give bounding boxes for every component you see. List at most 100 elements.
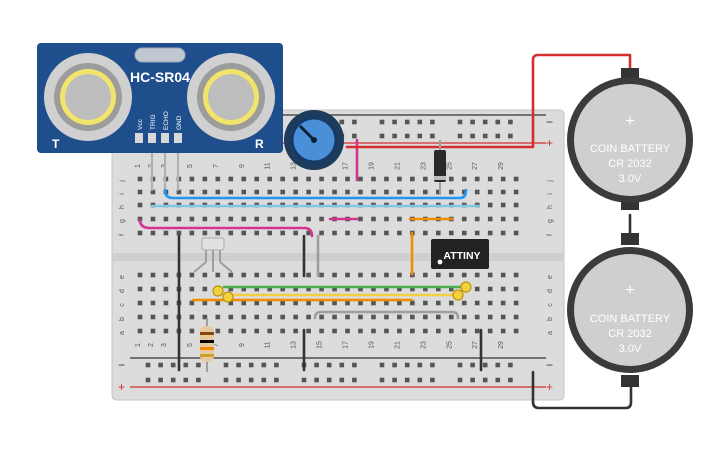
breadboard-hole: [404, 119, 410, 125]
breadboard-hole: [254, 230, 260, 236]
breadboard-hole: [371, 272, 376, 278]
breadboard-hole: [267, 314, 272, 320]
breadboard-hole: [352, 377, 357, 383]
breadboard-hole: [306, 176, 311, 182]
attiny-chip: ATTINY: [431, 239, 489, 269]
breadboard-hole: [280, 216, 285, 222]
breadboard-hole: [430, 119, 435, 125]
breadboard-hole: [189, 300, 195, 306]
breadboard-hole: [202, 300, 208, 306]
breadboard-hole: [293, 328, 298, 334]
breadboard-hole: [500, 202, 506, 208]
breadboard-hole: [248, 377, 254, 383]
breadboard-hole: [254, 176, 260, 182]
breadboard-hole: [371, 314, 376, 320]
breadboard-hole: [280, 300, 285, 306]
breadboard-hole: [384, 176, 389, 182]
breadboard-hole: [487, 202, 493, 208]
breadboard-hole: [461, 176, 467, 182]
breadboard-hole: [474, 286, 480, 292]
breadboard-hole: [397, 286, 402, 292]
breadboard-hole: [163, 272, 169, 278]
row-label: e: [547, 275, 554, 279]
breadboard-hole: [150, 216, 156, 222]
center-channel: [112, 253, 564, 261]
breadboard-hole: [487, 176, 493, 182]
breadboard-hole: [461, 189, 467, 195]
breadboard-hole: [150, 230, 156, 236]
breadboard-hole: [423, 314, 428, 320]
breadboard-hole: [267, 189, 272, 195]
breadboard-hole: [267, 176, 272, 182]
breadboard-hole: [448, 300, 454, 306]
pin-label-echo: ECHO: [163, 111, 170, 130]
breadboard-hole: [293, 176, 298, 182]
breadboard-hole: [423, 230, 428, 236]
breadboard-hole: [215, 176, 221, 182]
breadboard-hole: [404, 133, 410, 139]
breadboard-hole: [137, 286, 143, 292]
breadboard-hole: [482, 133, 488, 139]
breadboard-hole: [215, 230, 221, 236]
column-number: 27: [472, 341, 479, 349]
breadboard-hole: [384, 314, 389, 320]
breadboard-hole: [345, 189, 350, 195]
breadboard-hole: [423, 272, 428, 278]
pin-label-gnd: GND: [176, 115, 183, 130]
breadboard-hole: [319, 328, 324, 334]
battery-top-line2: CR 2032: [608, 158, 651, 170]
breadboard-hole: [137, 176, 143, 182]
breadboard-hole: [358, 272, 363, 278]
breadboard-hole: [189, 272, 195, 278]
breadboard-hole: [267, 286, 272, 292]
breadboard-hole: [254, 328, 260, 334]
breadboard-hole: [280, 286, 285, 292]
breadboard-hole: [241, 189, 247, 195]
breadboard-hole: [319, 216, 324, 222]
breadboard-hole: [345, 328, 350, 334]
breadboard-hole: [137, 230, 143, 236]
breadboard-hole: [228, 189, 234, 195]
breadboard-hole: [319, 272, 324, 278]
column-number: 19: [368, 341, 375, 349]
row-label: e: [119, 275, 126, 279]
breadboard-hole: [358, 216, 363, 222]
breadboard-hole: [470, 377, 475, 383]
breadboard-hole: [423, 300, 428, 306]
breadboard-hole: [293, 300, 298, 306]
rail-plus-bottom-right: +: [546, 380, 553, 394]
breadboard-hole: [215, 300, 221, 306]
pin-echo: [161, 133, 169, 143]
breadboard-hole: [470, 133, 475, 139]
breadboard-hole: [306, 328, 311, 334]
breadboard-hole: [392, 362, 397, 368]
breadboard-hole: [461, 300, 467, 306]
breadboard-hole: [470, 119, 475, 125]
breadboard-hole: [417, 133, 423, 139]
breadboard-hole: [423, 286, 428, 292]
breadboard-hole: [410, 286, 415, 292]
breadboard-hole: [145, 377, 151, 383]
breadboard-hole: [461, 230, 467, 236]
row-label: h: [119, 205, 126, 209]
breadboard-hole: [474, 300, 480, 306]
row-label: d: [547, 289, 554, 293]
column-number: 5: [187, 164, 194, 168]
row-label: b: [119, 317, 126, 321]
breadboard-hole: [436, 189, 441, 195]
breadboard-hole: [436, 230, 441, 236]
breadboard-hole: [430, 377, 435, 383]
breadboard-hole: [500, 328, 506, 334]
breadboard-hole: [500, 314, 506, 320]
row-label: d: [119, 289, 126, 293]
coin-battery-top: + COIN BATTERY CR 2032 3.0V: [567, 68, 693, 210]
column-number: 9: [239, 164, 246, 168]
breadboard-hole: [474, 189, 480, 195]
rail-minus-bottom-left: −: [118, 358, 125, 372]
resistor: [200, 318, 214, 372]
row-label: a: [119, 331, 126, 335]
breadboard-hole: [423, 189, 428, 195]
breadboard-hole: [306, 314, 311, 320]
breadboard-hole: [487, 300, 493, 306]
breadboard-hole: [371, 286, 376, 292]
